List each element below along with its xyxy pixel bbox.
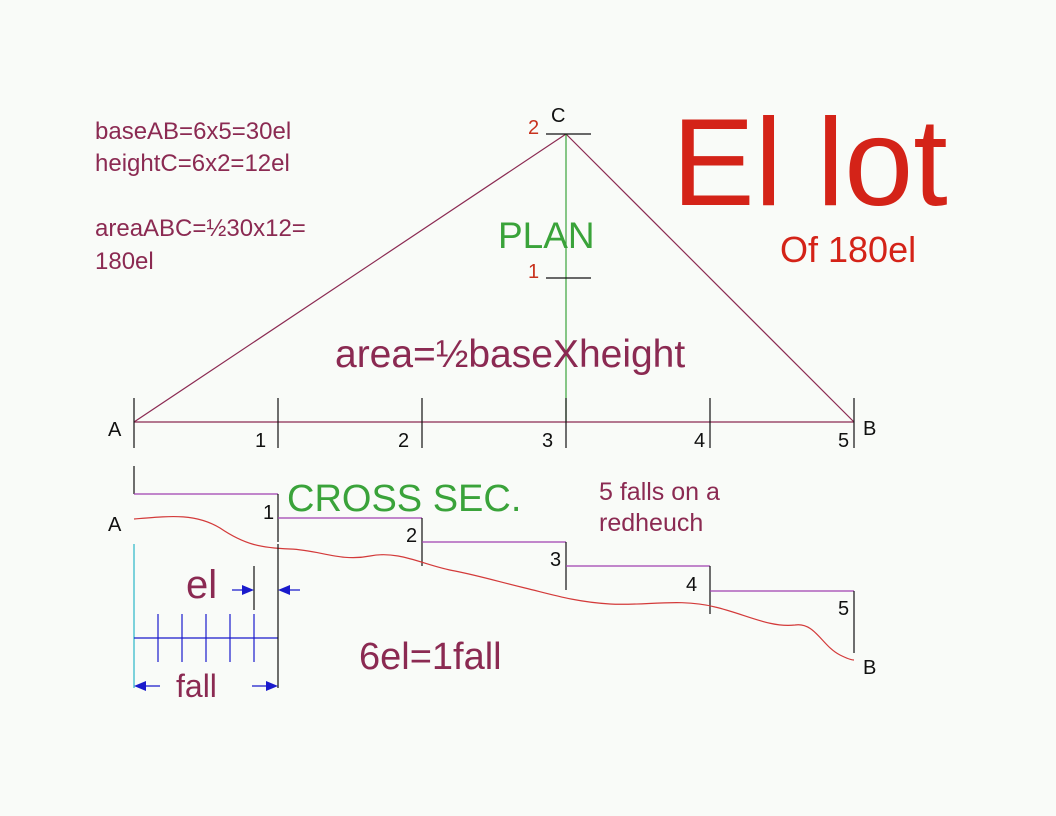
plan-tick-label: 1 [255, 430, 267, 452]
area-formula: area=½baseXheight [335, 333, 686, 376]
plan-label: PLAN [498, 215, 595, 256]
triangle-side-bc [565, 133, 855, 423]
falls-note-line2: redheuch [599, 509, 704, 537]
vertex-c-label: C [551, 105, 566, 127]
fall-label: fall [176, 668, 217, 704]
height-top-label: 2 [528, 117, 540, 139]
calc-area-text: areaABC=½30x12= [95, 215, 306, 242]
main-title: El lot [672, 94, 948, 232]
terrain-profile-line [133, 515, 855, 661]
plan-tick-label: 3 [542, 430, 554, 452]
step-label: 2 [406, 525, 418, 547]
triangle-side-ac [133, 133, 567, 423]
plan-tick-label: 5 [838, 430, 850, 452]
cross-point-a-label: A [108, 514, 122, 536]
falls-note-line1: 5 falls on a [599, 478, 720, 506]
step-label: 5 [838, 598, 850, 620]
step-label: 3 [550, 549, 562, 571]
el-arrow-right-head [278, 585, 290, 595]
vertex-b-label: B [863, 418, 877, 440]
fall-arrow-right-head [266, 681, 278, 691]
plan-tick-label: 4 [694, 430, 706, 452]
calc-height-text: heightC=6x2=12el [95, 150, 290, 177]
el-fall-equation: 6el=1fall [359, 636, 502, 678]
height-bottom-label: 1 [528, 261, 540, 283]
cross-section-label: CROSS SEC. [287, 478, 522, 520]
calc-area-result: 180el [95, 248, 154, 275]
vertex-a-label: A [108, 419, 122, 441]
el-arrow-left-head [242, 585, 254, 595]
step-label: 4 [686, 574, 698, 596]
cross-point-b-label: B [863, 657, 877, 679]
step-label: 1 [263, 502, 275, 524]
el-label: el [186, 563, 218, 607]
calc-base-text: baseAB=6x5=30el [95, 118, 292, 145]
subtitle: Of 180el [780, 229, 917, 270]
fall-arrow-left-head [134, 681, 146, 691]
plan-tick-label: 2 [398, 430, 410, 452]
